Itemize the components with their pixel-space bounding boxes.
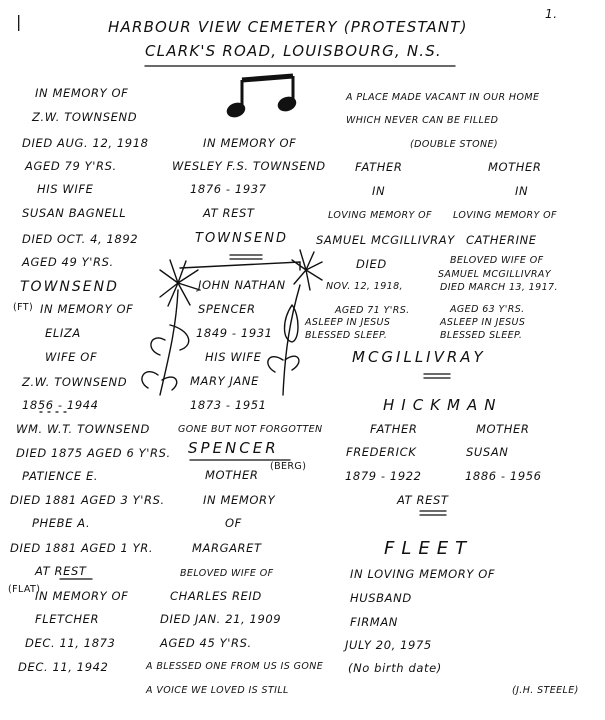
- flower-icon: [141, 249, 323, 396]
- inscription-line: In Memory of: [35, 86, 129, 100]
- inscription-line: A Place Made Vacant in our Home: [346, 92, 540, 103]
- inscription-line: Dec. 11, 1873: [25, 636, 116, 650]
- inscription-line: His wife: [37, 182, 94, 196]
- inscription-line: 1879 - 1922: [345, 469, 422, 483]
- surname-mcgillivray: McGillivray: [352, 348, 486, 366]
- inscription-line: Beloved wife of: [450, 255, 544, 266]
- inscription-line: Charles Reid: [170, 589, 262, 603]
- inscription-line: Died Jan. 21, 1909: [160, 612, 282, 626]
- surname-townsend: Townsend: [20, 279, 119, 295]
- inscription-line: 1873 - 1951: [190, 398, 267, 412]
- inscription-line: Mother: [205, 468, 259, 482]
- inscription-line: Patience E.: [22, 469, 99, 483]
- mother-heading: Mother: [488, 160, 542, 174]
- inscription-line: Wm. W.T. Townsend: [16, 422, 150, 436]
- inscription-line: Asleep in Jesus: [305, 317, 391, 328]
- inscription-line: 1876 - 1937: [190, 182, 267, 196]
- inscription-line: Margaret: [192, 541, 262, 555]
- inscription-line: Died 1881 Aged 1 yr.: [10, 541, 154, 555]
- inscription-line: Mary Jane: [190, 374, 259, 388]
- inscription-line: Samuel McGillivray: [438, 269, 551, 280]
- inscription-line: At Rest: [35, 564, 87, 578]
- inscription-line: John Nathan: [198, 278, 286, 292]
- side-note: (Berg): [270, 461, 307, 472]
- inscription-line: Husband: [350, 591, 412, 605]
- inscription-line: Spencer: [198, 302, 256, 316]
- inscription-line: Dec. 11, 1942: [18, 660, 109, 674]
- inscription-line: Mother: [476, 422, 530, 436]
- inscription-line: Died March 13, 1917.: [440, 282, 558, 293]
- inscription-line: Eliza: [45, 326, 81, 340]
- inscription-line: Died: [356, 257, 387, 271]
- inscription-line: (No birth date): [348, 661, 442, 675]
- signature: (J.H. Steele): [512, 685, 579, 696]
- inscription-line: 1849 - 1931: [196, 326, 273, 340]
- inscription-line: Samuel McGillivray: [316, 233, 455, 247]
- inscription-line: Catherine: [466, 233, 537, 247]
- inscription-line: Blessed Sleep.: [440, 330, 523, 341]
- inscription-line: His wife: [205, 350, 262, 364]
- surname-spencer: Spencer: [188, 439, 279, 457]
- document-title: Harbour View Cemetery (Protestant): [108, 18, 468, 36]
- inscription-line: A voice we loved is still: [146, 685, 289, 696]
- inscription-line: In: [372, 184, 386, 198]
- inscription-line: Frederick: [346, 445, 417, 459]
- inscription-line: A Blessed one from us is gone: [146, 661, 324, 672]
- margin-mark: |: [16, 12, 22, 31]
- inscription-line: Aged 45 y'rs.: [160, 636, 252, 650]
- inscription-line: Beloved wife of: [180, 568, 274, 579]
- father-heading: Father: [355, 160, 403, 174]
- inscription-line: Died 1875 Aged 6 y'rs.: [16, 446, 171, 460]
- inscription-line: wife of: [45, 350, 98, 364]
- inscription-line: In Memory of: [35, 589, 129, 603]
- inscription-line: Wesley F.S. Townsend: [172, 159, 326, 173]
- inscription-line: Susan Bagnell: [22, 206, 127, 220]
- inscription-line: Susan: [466, 445, 509, 459]
- inscription-line: Loving Memory of: [453, 210, 557, 221]
- inscription-line: Aged 71 y'rs.: [335, 305, 410, 316]
- inscription-line: In Memory of: [203, 136, 297, 150]
- surname-hickman: Hickman: [383, 396, 503, 414]
- inscription-line: Died Oct. 4, 1892: [22, 232, 139, 246]
- inscription-line: Which Never Can Be Filled: [346, 115, 499, 126]
- inscription-line: Blessed Sleep.: [305, 330, 388, 341]
- side-note: (ft): [13, 302, 34, 313]
- inscription-line: In Loving Memory of: [350, 567, 496, 581]
- inscription-line: Died Aug. 12, 1918: [22, 136, 149, 150]
- inscription-line: Died 1881 Aged 3 y'rs.: [10, 493, 165, 507]
- inscription-line: Loving Memory of: [328, 210, 432, 221]
- inscription-line: Gone But Not Forgotten: [178, 424, 323, 435]
- inscription-line: Fletcher: [35, 612, 100, 626]
- double-stone-note: (Double stone): [410, 139, 499, 150]
- inscription-line: Phebe A.: [32, 516, 91, 530]
- inscription-line: In: [515, 184, 529, 198]
- surname-townsend: Townsend: [195, 231, 288, 246]
- surname-fleet: Fleet: [384, 538, 474, 559]
- inscription-line: Father: [370, 422, 418, 436]
- inscription-line: Asleep in Jesus: [440, 317, 526, 328]
- page-number: 1.: [545, 7, 558, 21]
- inscription-line: Aged 79 y'rs.: [25, 159, 117, 173]
- inscription-line: July 20, 1975: [345, 638, 432, 652]
- side-note: (Flat): [8, 584, 41, 595]
- inscription-line: 1856 - 1944: [22, 398, 99, 412]
- inscription-line: At Rest: [203, 206, 255, 220]
- inscription-line: Z.W. Townsend: [32, 110, 138, 124]
- inscription-line: of: [225, 516, 242, 530]
- inscription-line: 1886 - 1956: [465, 469, 542, 483]
- inscription-line: In Memory of: [40, 302, 134, 316]
- inscription-line: Z.W. Townsend: [22, 375, 128, 389]
- inscription-line: Firman: [350, 615, 398, 629]
- music-note-icon: [226, 73, 297, 118]
- document-subtitle: Clark's Road, Louisbourg, N.S.: [145, 42, 442, 60]
- inscription-line: In Memory: [203, 493, 276, 507]
- inscription-line: Aged 63 y'rs.: [450, 304, 525, 315]
- inscription-line: Aged 49 y'rs.: [22, 255, 114, 269]
- inscription-line: At Rest: [397, 493, 449, 507]
- inscription-line: Nov. 12, 1918,: [326, 281, 403, 292]
